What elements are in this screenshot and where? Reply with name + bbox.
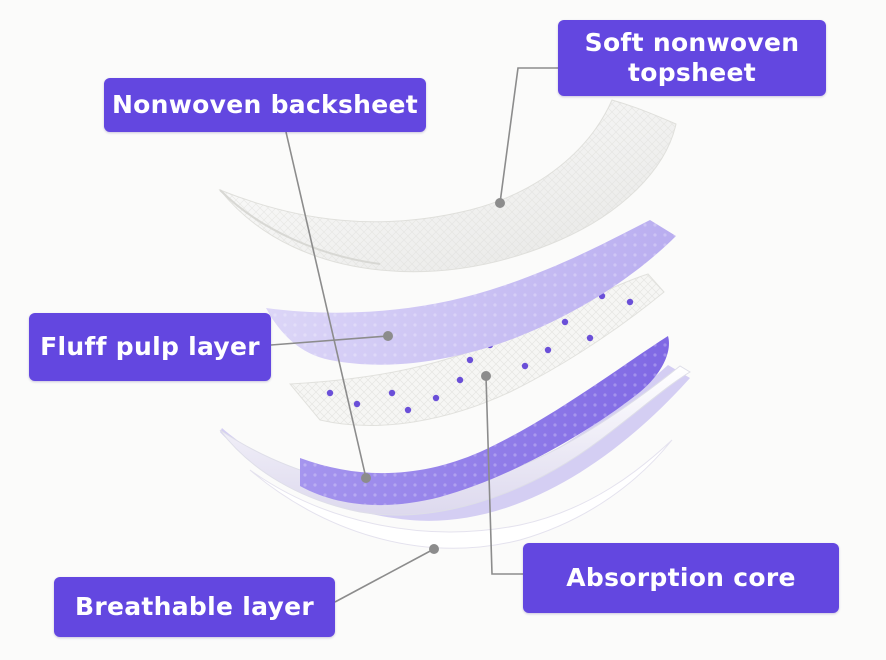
- leader-dot-breathable: [429, 544, 439, 554]
- leader-dot-topsheet: [495, 198, 505, 208]
- lavender-layer-shape: [266, 220, 676, 365]
- leader-dot-fluff: [383, 331, 393, 341]
- leader-line-topsheet: [499, 67, 558, 204]
- topsheet-shape: [218, 99, 677, 273]
- absorption-core-shape: [300, 336, 669, 506]
- leader-lines: [270, 67, 558, 603]
- label-absorption-core: Absorption core: [523, 543, 839, 613]
- leader-line-backsheet: [285, 131, 367, 479]
- leader-line-core: [485, 375, 523, 575]
- label-breathable-layer: Breathable layer: [54, 577, 335, 637]
- label-nonwoven-backsheet: Nonwoven backsheet: [104, 78, 426, 132]
- leader-line-breathable: [334, 548, 435, 603]
- label-soft-nonwoven-topsheet: Soft nonwoven topsheet: [558, 20, 826, 96]
- leader-dots: [361, 198, 505, 554]
- leader-line-fluff: [270, 335, 389, 346]
- leader-dot-backsheet: [361, 473, 371, 483]
- label-fluff-pulp-layer: Fluff pulp layer: [29, 313, 271, 381]
- leader-dot-core: [481, 371, 491, 381]
